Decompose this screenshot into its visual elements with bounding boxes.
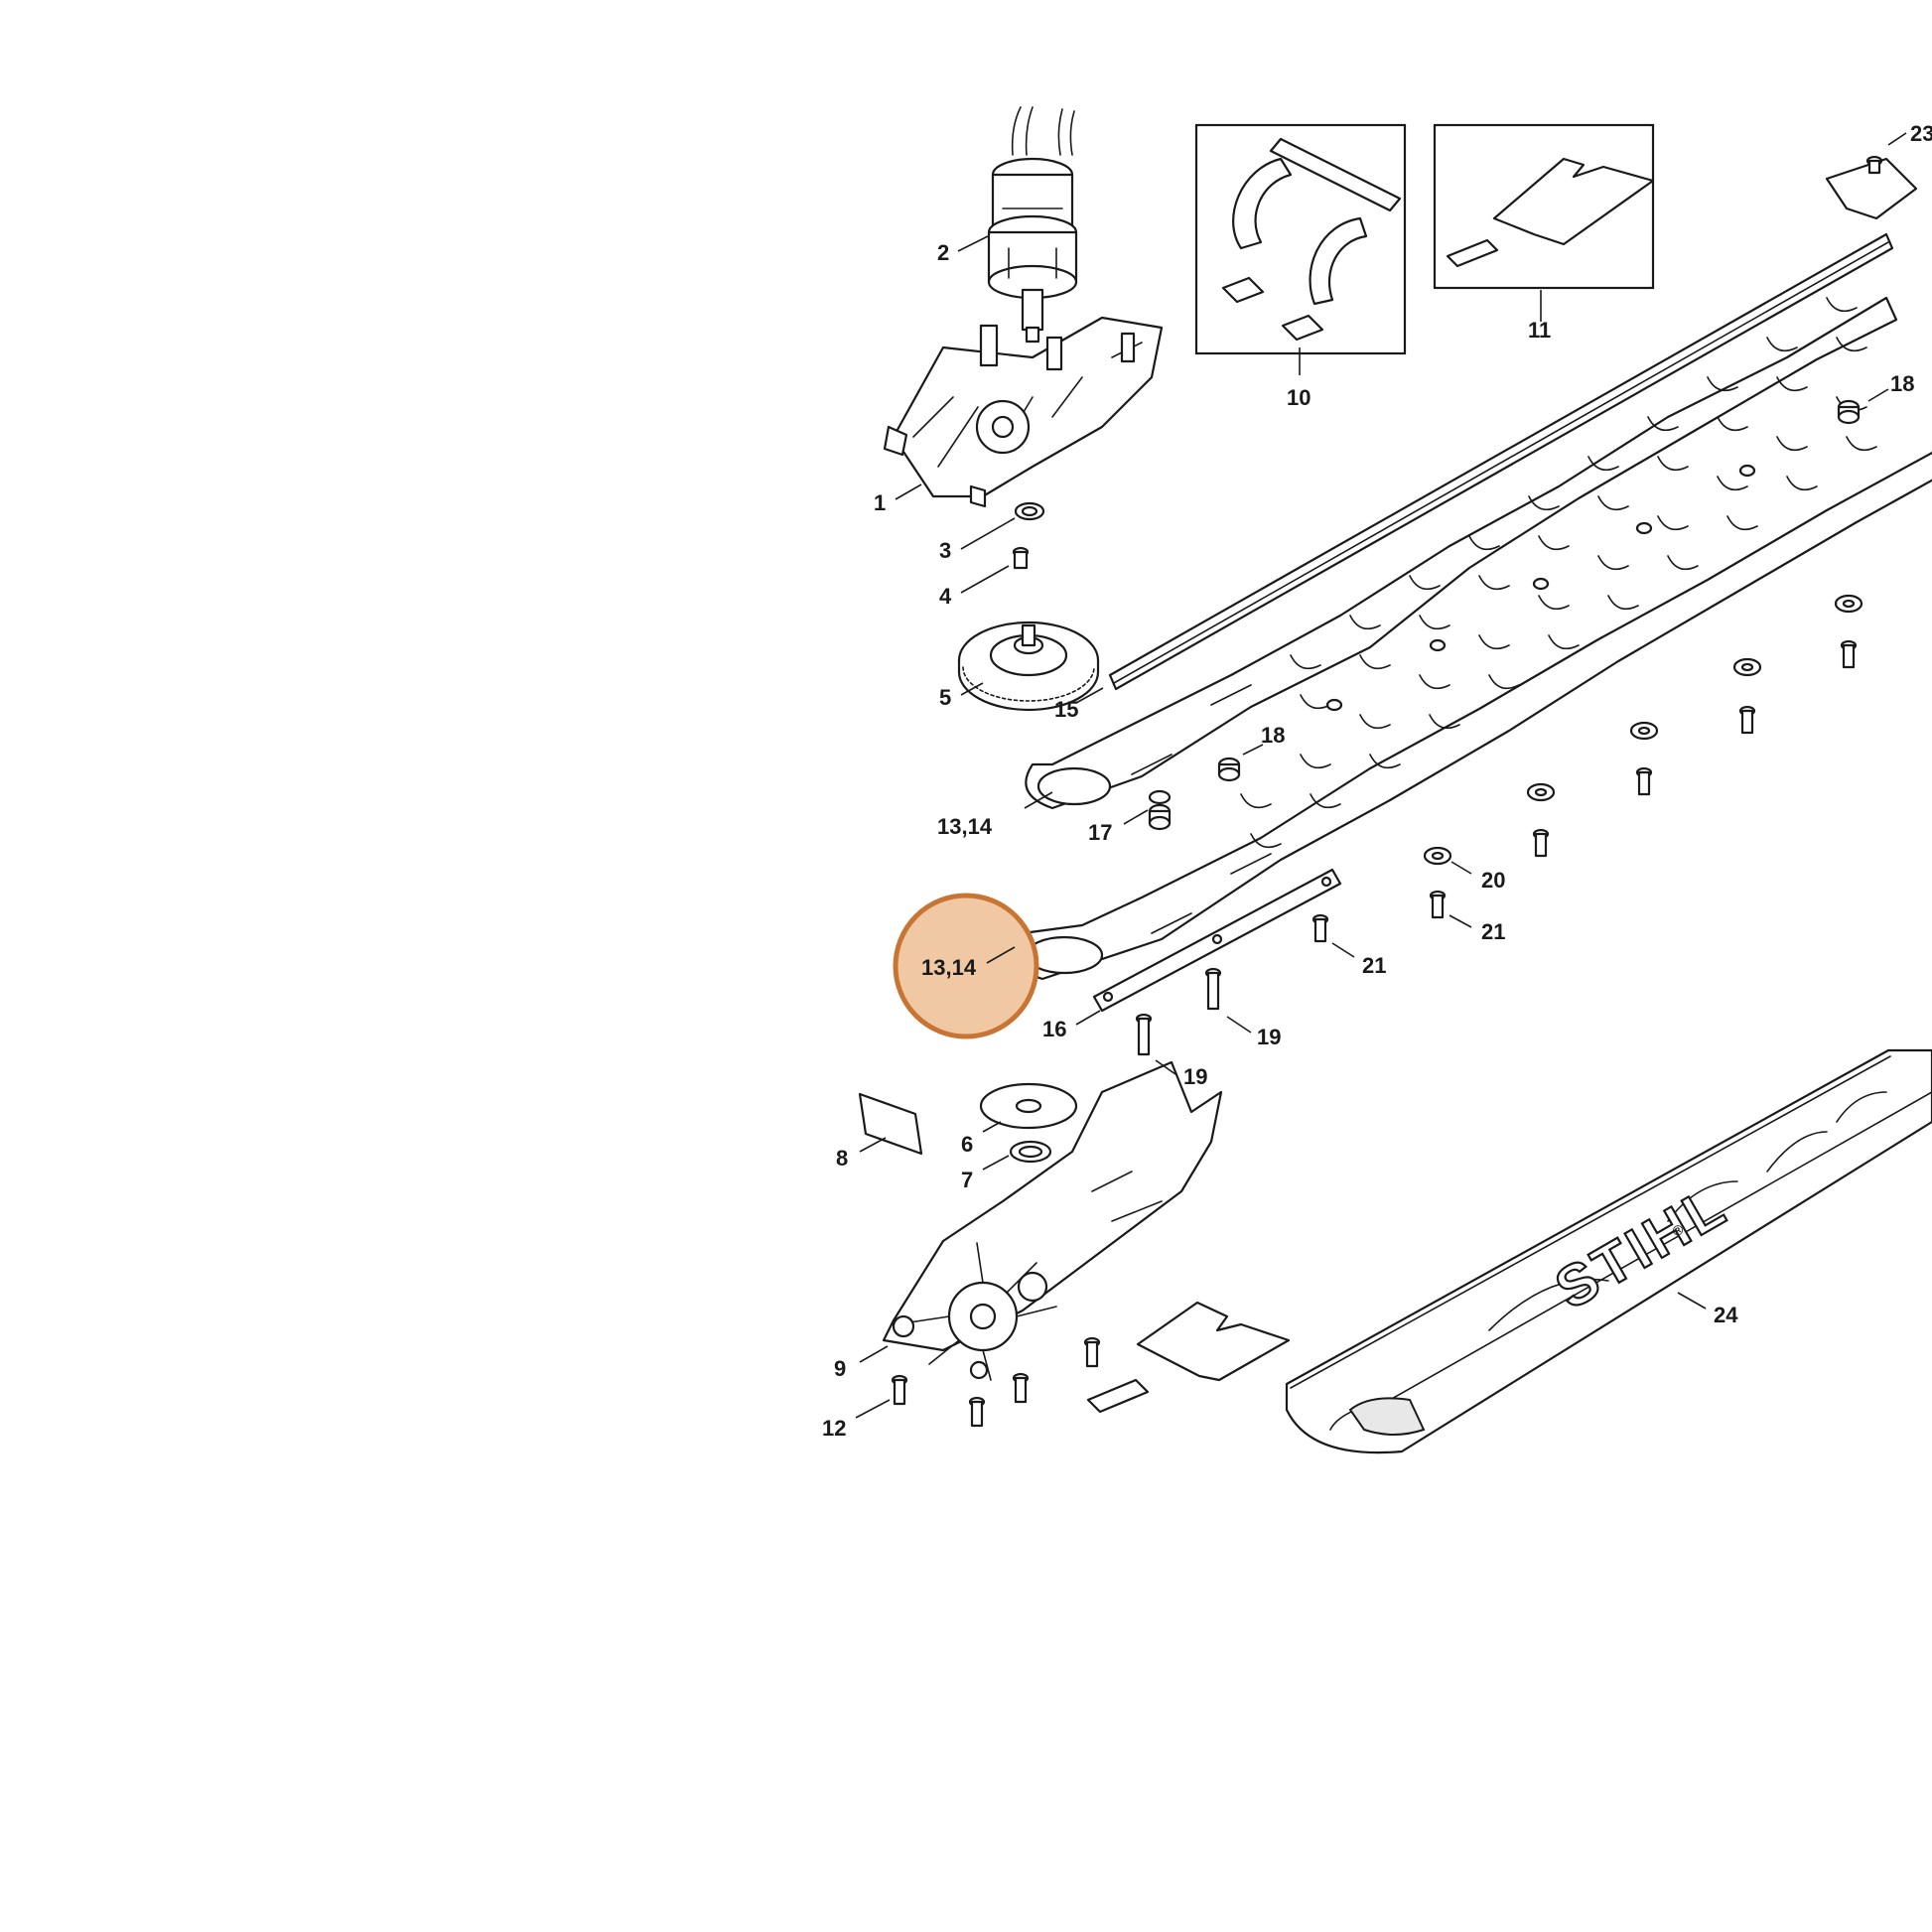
- highlight-callout-13-14[interactable]: 13,14: [893, 893, 1039, 1039]
- callout-4: 4: [939, 584, 952, 609]
- blade-cover-part-24[interactable]: STIHL ®: [1285, 1048, 1932, 1454]
- washer-part-20[interactable]: [1423, 594, 1863, 866]
- highlight-label: 13,14: [921, 955, 977, 980]
- callout-19-lower: 19: [1183, 1064, 1207, 1089]
- callout-3: 3: [939, 538, 951, 563]
- callout-21-left: 21: [1362, 953, 1386, 978]
- screw-part-21-right: [1429, 890, 1447, 919]
- callout-12: 12: [822, 1416, 846, 1441]
- gear-housing-part-1[interactable]: [883, 316, 1164, 508]
- blade-spacers: [1325, 464, 1756, 712]
- washer-part-6[interactable]: [979, 1082, 1078, 1130]
- screw-part-21-c: [1738, 705, 1756, 735]
- screw-part-21-b: [1635, 766, 1653, 796]
- screw-part-12-a: [891, 1374, 908, 1406]
- leader-lines: [855, 132, 1907, 1419]
- bracket-part-23[interactable]: [1825, 155, 1918, 220]
- guide-rail-part-15[interactable]: [1108, 232, 1894, 691]
- callout-18-upper: 18: [1890, 371, 1914, 396]
- spacer-part-18-lower[interactable]: [1217, 757, 1241, 782]
- callout-9: 9: [834, 1356, 846, 1381]
- callout-15: 15: [1054, 697, 1078, 722]
- callout-19-upper: 19: [1257, 1025, 1281, 1049]
- callout-10: 10: [1287, 385, 1311, 410]
- parts-kit-box-10[interactable]: [1194, 123, 1407, 355]
- callout-labels: 1 2 3 4 5 6 7 8 9 10 11 12 13,14 15 16 1…: [822, 121, 1932, 1441]
- screws[interactable]: [891, 639, 1858, 1428]
- screw-part-19-upper: [1204, 967, 1222, 1011]
- callout-8: 8: [836, 1146, 848, 1171]
- lower-cutter-blade-part-13-14[interactable]: [1015, 396, 1932, 981]
- callout-11: 11: [1528, 318, 1551, 343]
- gasket-parts: [1086, 1301, 1291, 1414]
- spacer-part-18-upper[interactable]: [1837, 399, 1861, 425]
- pin-part-4[interactable]: [1012, 546, 1030, 570]
- spacer-part-17[interactable]: [1148, 803, 1172, 831]
- callout-2: 2: [937, 240, 949, 265]
- callout-18-lower: 18: [1261, 723, 1285, 748]
- reinforcement-plate-part-16[interactable]: [1092, 868, 1342, 1013]
- motor-part-2[interactable]: [987, 106, 1078, 344]
- screw-part-21-a: [1532, 828, 1550, 858]
- callout-21-right: 21: [1481, 919, 1505, 944]
- spacer-part-17b[interactable]: [1148, 789, 1172, 805]
- screw-part-12-b: [968, 1396, 986, 1428]
- gear-wheel-part-5[interactable]: [957, 621, 1100, 712]
- callout-1: 1: [874, 490, 886, 515]
- callout-7: 7: [961, 1168, 973, 1192]
- snap-ring-part-3[interactable]: [1014, 501, 1045, 521]
- screw-part-21-d: [1840, 639, 1858, 669]
- callout-17: 17: [1088, 820, 1112, 845]
- screw-part-12-d: [1083, 1336, 1101, 1368]
- callout-5: 5: [939, 685, 951, 710]
- callout-13-14-upper: 13,14: [937, 814, 993, 839]
- screw-part-19-lower: [1135, 1013, 1153, 1056]
- callout-6: 6: [961, 1132, 973, 1157]
- callout-16: 16: [1042, 1017, 1066, 1041]
- screw-part-12-c: [1012, 1372, 1030, 1404]
- callout-23: 23: [1910, 121, 1932, 146]
- label-part-8[interactable]: [858, 1092, 923, 1156]
- parts-kit-box-11[interactable]: [1433, 123, 1655, 290]
- callout-20: 20: [1481, 868, 1505, 893]
- snap-ring-part-7[interactable]: [1009, 1140, 1052, 1164]
- upper-cutter-blade-part-13-14[interactable]: [1025, 296, 1898, 810]
- callout-24: 24: [1714, 1303, 1738, 1327]
- gear-cover-part-9[interactable]: [882, 1060, 1223, 1381]
- screw-part-21-left: [1311, 913, 1329, 943]
